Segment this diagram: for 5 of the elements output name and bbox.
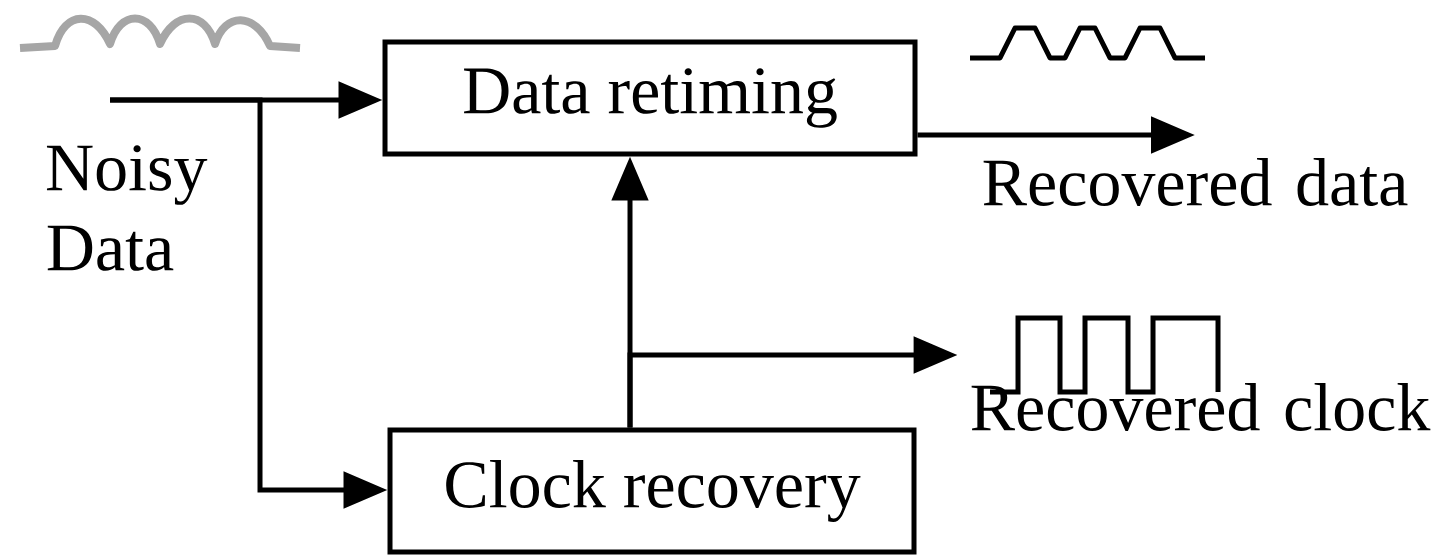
signal-label: Recovered data <box>983 158 1408 206</box>
signal-label: Noisy Data <box>46 145 208 271</box>
process-box: Data retiming <box>382 39 918 157</box>
process-box: Clock recovery <box>387 427 917 555</box>
signal-label: Recovered clock <box>971 383 1431 431</box>
